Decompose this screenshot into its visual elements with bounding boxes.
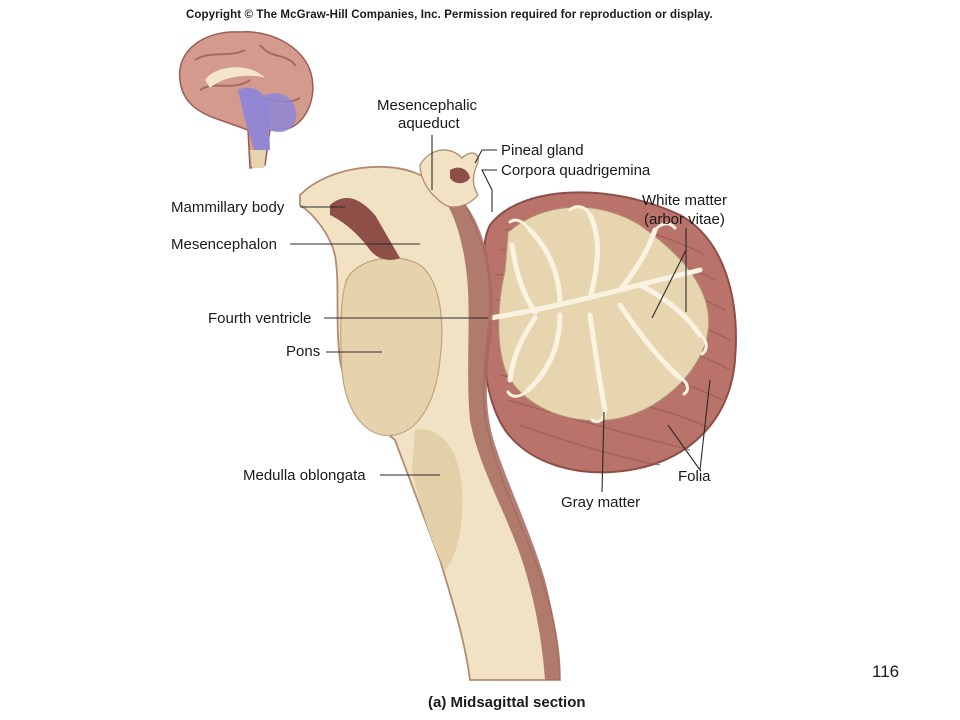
label-mesencephalic-aqueduct-line2: aqueduct <box>398 115 460 132</box>
leader-pineal <box>474 149 497 164</box>
label-corpora-quadrigemina: Corpora quadrigemina <box>501 162 651 179</box>
leader-gray-matter <box>601 411 605 493</box>
page-number: 116 <box>872 662 900 681</box>
label-mesencephalon: Mesencephalon <box>171 236 277 253</box>
brain-inset-image <box>178 31 314 169</box>
leader-lines <box>290 135 711 493</box>
label-mammillary-body: Mammillary body <box>171 199 285 216</box>
copyright-notice: Copyright © The McGraw-Hill Companies, I… <box>186 9 713 21</box>
brainstem-shape <box>299 149 561 681</box>
leader-white-matter <box>651 228 687 319</box>
label-gray-matter: Gray matter <box>561 494 641 511</box>
label-mesencephalic-aqueduct-line1: Mesencephalic <box>377 97 478 114</box>
leader-corpora <box>481 169 497 212</box>
leader-folia <box>667 379 711 471</box>
label-pineal-gland: Pineal gland <box>501 142 584 159</box>
label-medulla-oblongata: Medulla oblongata <box>243 467 366 484</box>
cerebellum-shape <box>482 191 737 474</box>
label-white-matter-line1: White matter <box>642 192 728 209</box>
label-folia: Folia <box>678 468 711 485</box>
label-pons: Pons <box>286 343 321 360</box>
label-fourth-ventricle: Fourth ventricle <box>208 310 312 327</box>
figure-caption: (a) Midsagittal section <box>428 694 586 711</box>
label-white-matter-line2: (arbor vitae) <box>644 211 725 228</box>
